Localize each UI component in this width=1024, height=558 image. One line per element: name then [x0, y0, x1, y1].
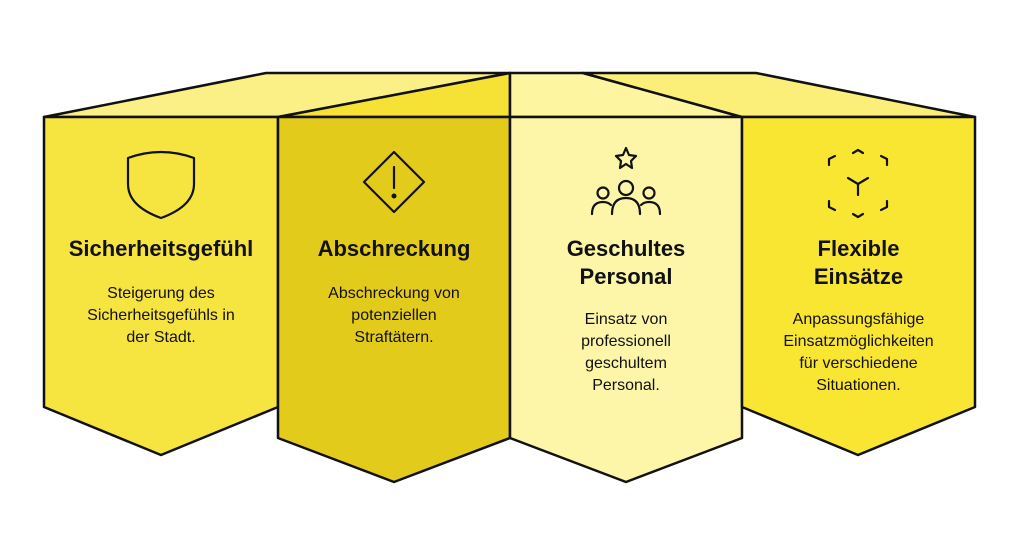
- panel-3-title-line: Personal: [579, 264, 673, 289]
- panel-3-desc-line: professionell: [581, 333, 671, 350]
- warning-diamond-icon: [362, 150, 426, 214]
- panel-3-front: [508, 115, 744, 484]
- panel-3-title-line: Geschultes: [566, 236, 686, 261]
- panel-3-desc-line: Einsatz von: [584, 311, 668, 328]
- panel-4-text: Flexible Einsätze Anpassungsfähige Einsa…: [742, 235, 975, 397]
- panel-2-desc-line: Abschreckung von: [328, 285, 460, 302]
- panel-4-description: Anpassungsfähige Einsatzmöglichkeiten fü…: [742, 309, 975, 397]
- panel-4-title: Flexible Einsätze: [742, 235, 975, 291]
- panel-4-front: [740, 115, 977, 457]
- panel-4-desc-line: Situationen.: [816, 377, 901, 394]
- panel-3-desc-line: geschultem: [585, 355, 667, 372]
- panel-3-desc-line: Personal.: [592, 377, 660, 394]
- panel-1-desc-line: der Stadt.: [126, 329, 196, 346]
- panel-1-desc-line: Steigerung des: [107, 285, 215, 302]
- panel-4-title-line: Einsätze: [813, 264, 904, 289]
- panel-4-desc-line: Einsatzmöglichkeiten: [783, 333, 934, 350]
- team-star-icon: [590, 146, 662, 216]
- panel-4-desc-line: Anpassungsfähige: [792, 311, 925, 328]
- panel-1-title: Sicherheitsgefühl: [44, 235, 278, 263]
- panel-2-text: Abschreckung Abschreckung von potenziell…: [278, 235, 510, 349]
- panel-4-desc-line: für verschiedene: [799, 355, 918, 372]
- shield-icon: [126, 150, 196, 220]
- panel-2-desc-line: Straftätern.: [354, 329, 434, 346]
- panel-2-title: Abschreckung: [278, 235, 510, 263]
- panel-1-description: Steigerung des Sicherheitsgefühls in der…: [44, 283, 278, 349]
- panel-3-description: Einsatz von professionell geschultem Per…: [510, 309, 742, 397]
- panel-1-title-line: Sicherheitsgefühl: [68, 236, 254, 261]
- panel-1-text: Sicherheitsgefühl Steigerung des Sicherh…: [44, 235, 278, 349]
- cube-expand-icon: [827, 148, 889, 219]
- panel-2-title-line: Abschreckung: [317, 236, 471, 261]
- panel-3-title: Geschultes Personal: [510, 235, 742, 291]
- panel-1-desc-line: Sicherheitsgefühls in: [87, 307, 235, 324]
- panel-2-front: [276, 115, 512, 484]
- panel-4-title-line: Flexible: [817, 236, 900, 261]
- panel-1-front: [42, 115, 280, 457]
- panel-2-desc-line: potenziellen: [351, 307, 437, 324]
- panel-2-description: Abschreckung von potenziellen Straftäter…: [278, 283, 510, 349]
- panel-3-text: Geschultes Personal Einsatz von professi…: [510, 235, 742, 397]
